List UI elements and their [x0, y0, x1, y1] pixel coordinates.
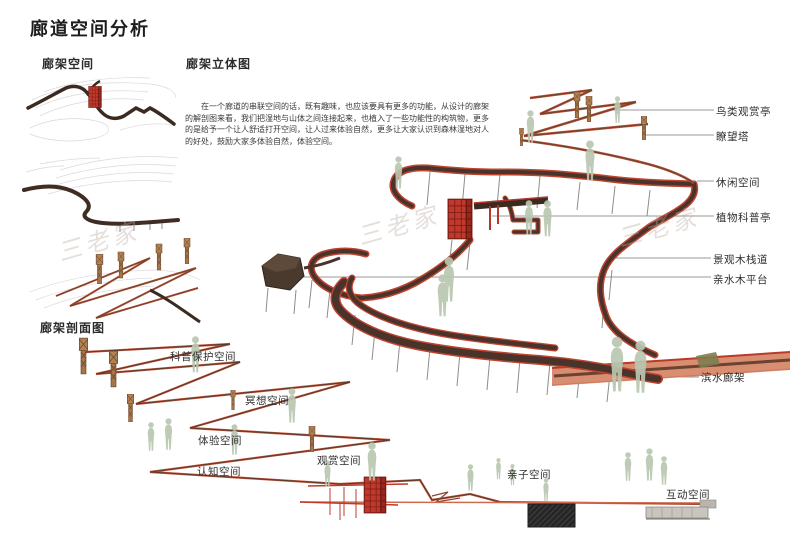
thumbnail-corridor-elevation — [29, 238, 201, 324]
description-paragraph: 在一个廊道的串联空间的话，既有趣味，也应该要具有更多的功能，从设计的廊架的解剖图… — [185, 102, 489, 146]
heading-corridor-space: 廊架空间 — [42, 57, 95, 71]
callout-viewing-space: 观赏空间 — [317, 455, 361, 467]
callout-lookout-tower: 瞭望塔 — [716, 131, 749, 143]
page-title: 廊道空间分析 — [30, 19, 150, 39]
callout-parent-child-space: 亲子空间 — [507, 469, 551, 481]
callout-cognition-space: 认知空间 — [197, 466, 241, 478]
callout-water-platform: 亲水木平台 — [713, 274, 768, 286]
heading-iso-view: 廊架立体图 — [186, 57, 252, 71]
callout-meditation-space: 冥想空间 — [245, 395, 289, 407]
mini-red-tower — [88, 86, 102, 108]
thumbnail-corridor-plan-2 — [22, 156, 180, 232]
viewing-tower — [299, 476, 409, 520]
callout-leisure-space: 休闲空间 — [716, 177, 760, 189]
callout-scenic-boardwalk: 景观木栈道 — [713, 254, 768, 266]
hatched-block — [527, 503, 576, 528]
red-tower — [447, 196, 549, 240]
water-platform — [261, 253, 341, 291]
heading-section-view: 廊架剖面图 — [40, 321, 106, 335]
callout-bird-watching-pavilion: 鸟类观赏亭 — [716, 106, 771, 118]
thumbnail-corridor-plan-1 — [26, 77, 177, 142]
callout-waterfront-corridor: 滨水廊架 — [701, 372, 745, 384]
callout-science-protection-space: 科普保护空间 — [170, 351, 236, 363]
callout-botany-pavilion: 植物科普亭 — [716, 212, 771, 224]
leader-lines — [303, 109, 714, 378]
iso-view-drawing — [261, 88, 790, 403]
pavilion-building — [645, 499, 717, 520]
lookout-zigzag — [519, 88, 695, 185]
section-view-drawing — [78, 336, 717, 528]
callout-interaction-space: 互动空间 — [666, 489, 710, 501]
callout-experience-space: 体验空间 — [198, 435, 242, 447]
